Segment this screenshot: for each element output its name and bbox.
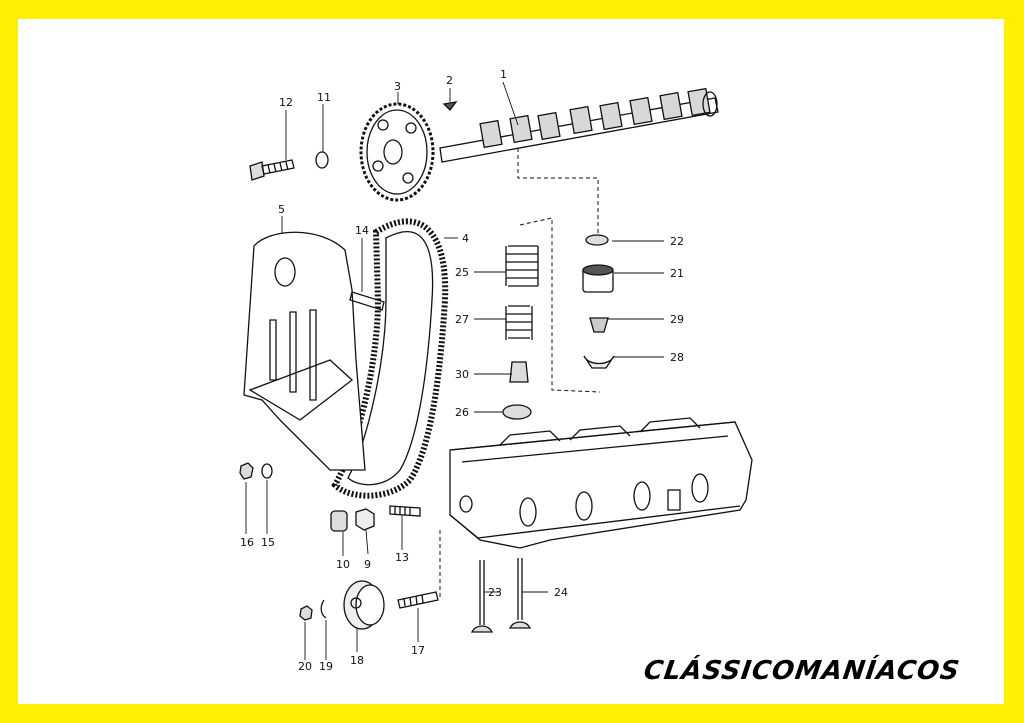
intake-valve — [470, 560, 494, 633]
tappet — [582, 264, 614, 293]
callout-4: 4 — [462, 232, 469, 245]
adjusting-shim — [585, 234, 609, 246]
callout-13: 13 — [395, 551, 409, 564]
circlip — [320, 599, 327, 619]
callout-16: 16 — [240, 536, 254, 549]
tensioner-pulley — [343, 580, 385, 630]
callout-10: 10 — [336, 558, 350, 571]
callout-3: 3 — [394, 80, 401, 93]
callout-2: 2 — [446, 74, 453, 87]
callout-22: 22 — [670, 235, 684, 248]
camshaft — [439, 87, 719, 163]
cover-nut — [239, 462, 254, 480]
callout-25: 25 — [455, 266, 469, 279]
timing-belt — [331, 218, 449, 499]
callout-23: 23 — [488, 586, 502, 599]
callout-27: 27 — [455, 313, 469, 326]
inner-valve-spring — [505, 305, 533, 340]
callout-5: 5 — [278, 203, 285, 216]
pulley-nut — [299, 605, 313, 621]
woodruff-key — [442, 101, 458, 111]
callout-15: 15 — [261, 536, 275, 549]
callout-20: 20 — [298, 660, 312, 673]
callout-30: 30 — [455, 368, 469, 381]
cylinder-head — [449, 417, 753, 549]
cover-bolt — [349, 291, 385, 311]
cover-washer — [261, 463, 273, 479]
timing-belt-cover — [243, 231, 366, 471]
callout-numbers: 1 2 3 4 5 9 10 11 12 13 14 15 16 17 18 1… — [240, 68, 684, 673]
spring-retainer — [583, 355, 615, 369]
leader-lines — [439, 148, 601, 600]
callout-17: 17 — [411, 644, 425, 657]
tensioner-stud — [389, 505, 421, 517]
callout-26: 26 — [455, 406, 469, 419]
callout-28: 28 — [670, 351, 684, 364]
callout-18: 18 — [350, 654, 364, 667]
outer-valve-spring — [505, 245, 539, 287]
callout-29: 29 — [670, 313, 684, 326]
valve-stem-seal — [509, 361, 529, 383]
callout-19: 19 — [319, 660, 333, 673]
sprocket-bolt — [249, 159, 295, 181]
tensioner-nut — [355, 508, 375, 531]
pulley-stud — [397, 591, 439, 609]
valve-collets — [589, 317, 609, 333]
camshaft-sprocket — [359, 102, 435, 202]
callout-1: 1 — [500, 68, 507, 81]
exhaust-valve — [508, 558, 532, 629]
tensioner-sleeve — [330, 510, 348, 532]
callout-9: 9 — [364, 558, 371, 571]
diagram-frame: 1 2 3 4 5 9 10 11 12 13 14 15 16 17 18 1… — [18, 19, 1004, 704]
callout-11: 11 — [317, 91, 331, 104]
brand-watermark: CLÁSSICOMANÍACOS — [642, 656, 963, 686]
callout-leaders — [245, 81, 664, 660]
sprocket-washer — [315, 151, 329, 169]
callout-12: 12 — [279, 96, 293, 109]
callout-24: 24 — [554, 586, 568, 599]
spring-seat — [502, 404, 532, 420]
callout-21: 21 — [670, 267, 684, 280]
engine-head-exploded-diagram: 1 2 3 4 5 9 10 11 12 13 14 15 16 17 18 1… — [239, 68, 753, 673]
callout-14: 14 — [355, 224, 369, 237]
